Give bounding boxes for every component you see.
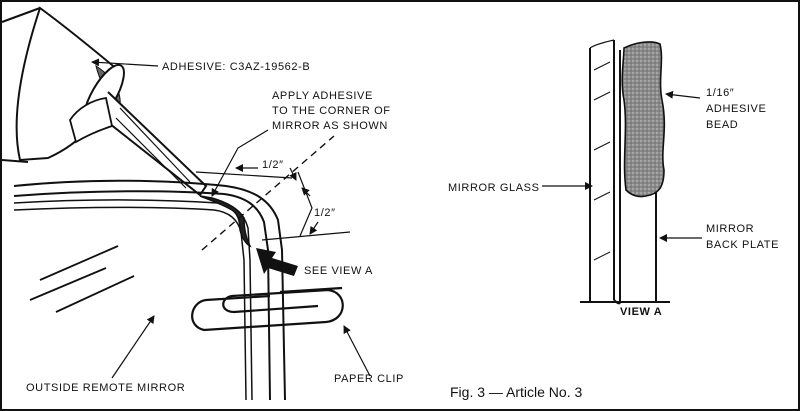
label-half-inch-right: 1/2″	[314, 207, 336, 219]
label-outside-mirror: OUTSIDE REMOTE MIRROR	[26, 382, 185, 394]
label-half-inch-top: 1/2″	[262, 159, 284, 171]
adhesive-tube	[1, 6, 208, 197]
label-bead-2: ADHESIVE	[706, 103, 766, 115]
label-paper-clip: PAPER CLIP	[334, 373, 404, 385]
label-apply-1: APPLY ADHESIVE	[272, 90, 373, 102]
leader-lines-right	[542, 90, 702, 242]
view-a-section	[580, 39, 670, 305]
label-apply-2: TO THE CORNER OF	[272, 105, 391, 117]
label-bead-3: BEAD	[706, 119, 738, 131]
see-view-a-arrow	[256, 248, 298, 276]
label-bead-1: 1/16″	[706, 87, 734, 99]
dimension-lines	[195, 135, 351, 251]
label-see-view-a: SEE VIEW A	[304, 265, 373, 277]
outside-remote-mirror	[13, 179, 286, 401]
adhesive-bead-corner	[199, 195, 252, 248]
paper-clip	[191, 286, 344, 332]
leader-lines-left	[91, 58, 371, 379]
label-view-a: VIEW A	[620, 306, 662, 318]
label-back-plate-1: MIRROR	[706, 223, 754, 235]
label-adhesive: ADHESIVE: C3AZ-19562-B	[162, 61, 310, 73]
label-mirror-glass: MIRROR GLASS	[448, 182, 540, 194]
label-back-plate-2: BACK PLATE	[706, 239, 779, 251]
label-apply-3: MIRROR AS SHOWN	[272, 120, 388, 132]
figure-caption: Fig. 3 — Article No. 3	[450, 384, 582, 400]
